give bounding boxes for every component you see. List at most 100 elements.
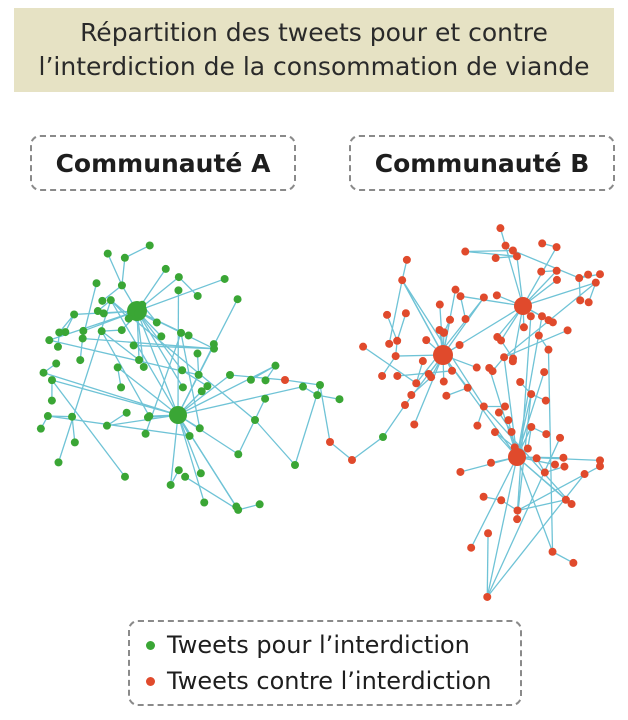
tweet-node-contre — [446, 315, 455, 324]
network-edge — [483, 406, 573, 505]
network-edge — [517, 499, 567, 512]
tweet-node-contre — [512, 252, 521, 261]
tweet-node-pour — [246, 375, 255, 384]
tweet-node-pour — [234, 450, 243, 459]
tweet-node-pour — [196, 469, 205, 478]
tweet-node-pour — [220, 274, 229, 283]
tweet-node-pour — [122, 408, 131, 417]
network-edge — [110, 299, 179, 416]
network-edge — [254, 419, 296, 466]
network-edge — [386, 314, 398, 342]
tweet-node-contre — [591, 278, 600, 287]
tweet-node-pour — [261, 376, 270, 385]
tweet-node-contre — [487, 458, 496, 467]
network-edge — [397, 370, 453, 377]
network-edge — [133, 344, 215, 350]
tweet-node-pour — [92, 279, 101, 288]
nodes-layer — [36, 224, 604, 601]
tweet-node-pour — [232, 502, 241, 511]
legend-item-pour: Tweets pour l’interdiction — [146, 627, 520, 663]
network-edge — [177, 414, 205, 503]
tweet-node-contre — [596, 462, 604, 471]
tweet-node-contre — [544, 345, 553, 354]
tweet-node-pour — [174, 466, 183, 475]
tweet-node-contre — [513, 506, 522, 515]
tweet-node-contre — [596, 456, 604, 465]
tweet-node-contre — [576, 296, 585, 305]
tweet-node-contre — [461, 247, 470, 256]
tweet-node-contre — [490, 428, 499, 437]
tweet-node-pour — [313, 391, 322, 400]
tweet-node-contre — [523, 444, 532, 453]
tweet-node-pour — [226, 371, 234, 379]
network-edge — [177, 386, 304, 416]
tweet-node-contre — [504, 416, 513, 425]
tweet-node-contre — [479, 402, 488, 411]
network-edge — [101, 330, 140, 361]
tweet-node-contre — [439, 377, 448, 386]
network-edge — [522, 282, 596, 307]
tweet-node-pour — [166, 480, 175, 489]
tweet-node-pour — [169, 406, 187, 424]
tweet-node-contre — [509, 354, 518, 363]
network-edge — [184, 476, 239, 511]
tweet-node-pour — [93, 307, 102, 316]
tweet-node-pour — [255, 500, 264, 509]
tweet-node-contre — [527, 422, 536, 431]
tweet-node-contre — [427, 373, 436, 382]
tweet-node-contre — [540, 468, 549, 477]
tweet-node-contre — [385, 339, 394, 348]
network-edge — [170, 414, 179, 486]
network-edge — [177, 414, 239, 455]
tweet-node-pour — [181, 472, 190, 481]
tweet-node-pour — [141, 429, 150, 438]
network-edge — [284, 379, 321, 386]
tweet-node-pour — [178, 383, 187, 392]
tweet-node-pour — [291, 461, 299, 469]
tweet-node-contre — [501, 402, 510, 411]
tweet-node-contre — [544, 316, 553, 325]
tweet-node-contre — [548, 547, 557, 556]
tweet-node-pour — [113, 363, 122, 372]
network-edge — [413, 354, 444, 425]
tweet-node-contre — [500, 353, 509, 362]
tweet-node-pour — [193, 349, 202, 358]
network-edge — [486, 473, 586, 598]
tweet-node-contre — [596, 270, 604, 279]
tweet-node-pour — [139, 362, 148, 371]
tweet-node-contre — [393, 371, 402, 380]
tweet-node-contre — [463, 383, 472, 392]
tweet-node-contre — [483, 592, 492, 601]
network-edge — [516, 316, 543, 458]
tweet-node-contre — [401, 401, 409, 409]
network-edge — [329, 441, 353, 461]
tweet-node-pour — [68, 412, 77, 421]
tweet-node-pour — [195, 424, 204, 433]
tweet-node-contre — [538, 239, 547, 248]
tweet-node-contre — [491, 254, 500, 263]
tweet-node-pour — [120, 472, 129, 481]
tweet-node-pour — [200, 498, 209, 507]
tweet-node-contre — [516, 378, 525, 387]
tweet-node-contre — [442, 391, 451, 400]
tweet-node-contre — [580, 470, 589, 479]
tweet-node-contre — [435, 300, 444, 309]
tweet-node-contre — [488, 367, 497, 376]
tweet-node-contre — [326, 438, 334, 446]
tweet-node-pour — [178, 366, 187, 375]
network-edge — [181, 369, 208, 387]
network-edge — [43, 372, 179, 416]
tweet-node-contre — [537, 267, 546, 276]
tweet-node-pour — [194, 370, 203, 379]
tweet-node-contre — [541, 396, 550, 405]
tweet-node-contre — [410, 420, 419, 429]
network-edge — [388, 280, 403, 344]
network-edge — [516, 371, 545, 458]
network-edge — [51, 379, 179, 416]
tweet-node-contre — [473, 421, 482, 430]
tweet-node-contre — [398, 276, 407, 285]
tweet-node-pour — [70, 438, 79, 447]
network-edge — [180, 332, 201, 429]
tweet-node-contre — [456, 467, 465, 476]
